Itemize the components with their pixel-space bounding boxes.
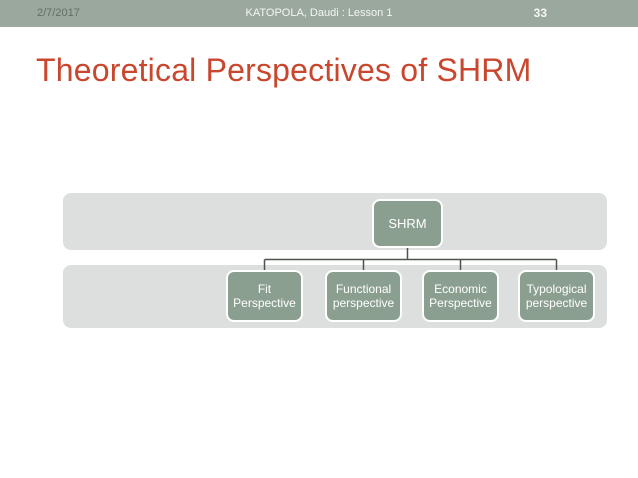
header-date: 2/7/2017 [37, 7, 80, 19]
chart-node-typological-perspective: Typological perspective [518, 270, 595, 322]
chart-node-fit-perspective: Fit Perspective [226, 270, 303, 322]
slide-title: Theoretical Perspectives of SHRM [36, 52, 532, 88]
chart-band-top [63, 193, 607, 250]
chart-node-shrm: SHRM [372, 199, 443, 248]
chart-node-economic-perspective: Economic Perspective [422, 270, 499, 322]
slide-header: 2/7/2017 KATOPOLA, Daudi : Lesson 1 33 [0, 0, 638, 27]
page-number: 33 [533, 6, 547, 20]
chart-node-functional-perspective: Functional perspective [325, 270, 402, 322]
header-title: KATOPOLA, Daudi : Lesson 1 [245, 7, 393, 19]
